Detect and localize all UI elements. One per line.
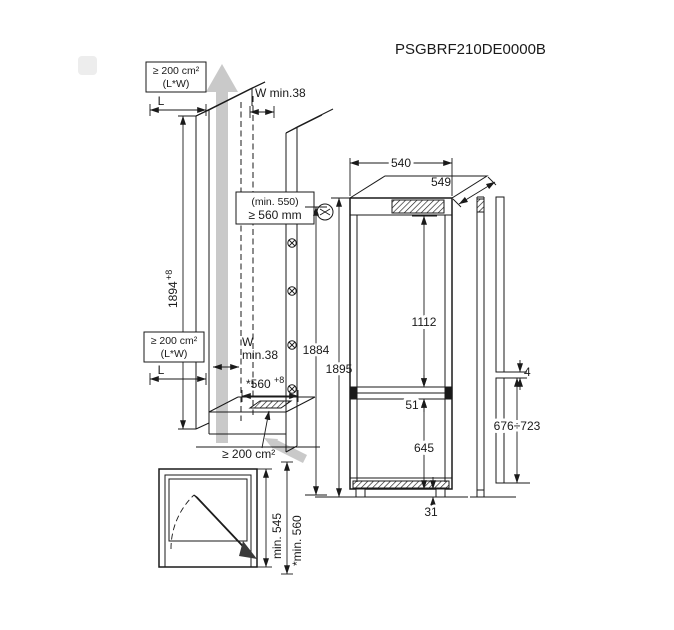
duct-length-top-dimension: L — [149, 94, 207, 116]
lower-door-panel — [495, 377, 505, 484]
freezer-compartment-height-label: 645 — [414, 441, 434, 455]
niche-depth-note: (min. 550) — [251, 196, 298, 208]
freezer-compartment-dimension: 645 — [411, 398, 437, 490]
depth-label: 549 — [431, 175, 451, 189]
niche-view: ≥ 200 cm² (L*W) L W min.38 (min. 550) ≥ … — [143, 61, 356, 498]
plinth-vent-slot — [248, 400, 293, 409]
cabinet-plan-inner-wall — [164, 474, 252, 567]
vent-area-top-label-1: ≥ 200 cm² — [153, 65, 200, 77]
fridge-bottom-vent — [352, 480, 450, 489]
fridge-top-face — [348, 175, 489, 199]
duct-length-mid-label: L — [158, 363, 165, 377]
vent-area-mid-label-1: ≥ 200 cm² — [151, 335, 198, 347]
vent-area-top-box — [145, 61, 207, 93]
wall-clearance-mid-label-w: W — [242, 335, 254, 349]
appliance-height-label: 1895 — [326, 362, 353, 376]
door-hinge-left — [350, 387, 357, 399]
wall-clearance-mid-dimension: W min.38 — [212, 335, 278, 370]
door-swing-arc — [170, 494, 195, 550]
wall-clearance-top-label: W min.38 — [255, 86, 306, 100]
cabinet-plan-outline — [158, 468, 258, 568]
page-corner-mark — [78, 56, 97, 75]
appliance-height-dimension: 1895 — [323, 197, 356, 498]
cabinet-height-label: 1884 — [303, 343, 330, 357]
min-depth-spacer-label: *min. 560 — [290, 515, 304, 566]
open-door-edge-1 — [193, 494, 246, 550]
airflow-arrows — [206, 64, 308, 464]
compartment-gap-dimension: 51 — [402, 375, 427, 415]
duct-length-mid-dimension: L — [149, 363, 207, 385]
niche-width-tolerance: +8 — [274, 375, 284, 385]
lower-panel-height-dimension: 676÷723 — [491, 377, 544, 484]
vent-area-mid-box — [143, 331, 205, 363]
upper-door-panel — [495, 196, 505, 373]
width-dimension: 540 — [349, 153, 453, 196]
wall-clearance-mid-label-val: min.38 — [242, 348, 278, 362]
fridge-compartment-height-label: 1112 — [412, 315, 437, 329]
width-label: 540 — [391, 156, 411, 170]
mounting-screw-icon — [287, 238, 297, 248]
door-hinge-right — [445, 387, 452, 399]
min-depth-spacer-dimension: *min. 560 — [281, 461, 304, 575]
compartment-gap-label: 51 — [405, 398, 419, 412]
vent-area-bottom-leader — [261, 410, 271, 449]
open-door-edge-2 — [196, 496, 249, 552]
niche-width-dimension: *560 +8 — [241, 375, 299, 402]
panel-gap-label: 4 — [524, 365, 531, 379]
min-depth-dimension: min. 545 — [257, 468, 284, 568]
niche-height-tolerance: +8 — [164, 270, 174, 280]
fridge-body — [349, 197, 453, 490]
niche-depth-box — [235, 191, 315, 225]
niche-width-value: *560 — [246, 377, 271, 391]
cabinet-height-dimension: 1884 — [300, 206, 333, 496]
door-swing-top-view: min. 545 *min. 560 — [158, 461, 304, 575]
vent-area-mid-label-2: (L*W) — [161, 348, 188, 360]
fridge-side-view: 4 676÷723 — [470, 196, 544, 498]
vent-area-top-label-2: (L*W) — [163, 78, 190, 90]
side-foot — [476, 489, 485, 498]
fridge-front-view: 540 549 1112 51 645 — [315, 153, 497, 522]
plinth-height-label: 31 — [424, 505, 438, 519]
airflow-inlet-arrow-shaft — [272, 439, 308, 464]
airflow-up-arrow — [206, 64, 238, 443]
mounting-screw-icons — [287, 238, 297, 394]
min-depth-label: min. 545 — [270, 513, 284, 559]
panel-gap-dimension: 4 — [504, 360, 531, 390]
product-code: PSGBRF210DE0000B — [395, 41, 546, 58]
niche-depth-value: ≥ 560 mm — [248, 208, 301, 222]
wall-clearance-top-dimension: W min.38 — [249, 86, 306, 118]
appliance-plan-body — [168, 478, 248, 542]
mounting-screw-icon — [287, 384, 297, 394]
screw-detail-icon — [316, 203, 334, 221]
door-corner-wedge — [239, 541, 257, 559]
niche-height-value: 1894 — [166, 281, 180, 308]
duct-length-top-label: L — [158, 94, 165, 108]
airflow-inlet-arrow-head — [264, 438, 278, 449]
depth-dimension: 549 — [431, 175, 497, 208]
niche-height-dimension: 1894 +8 — [164, 115, 196, 430]
plinth-clearance-dimension: 31 — [421, 477, 444, 522]
lower-panel-height-label: 676÷723 — [494, 419, 541, 433]
fridge-foot-right — [435, 488, 446, 498]
fridge-foot-left — [355, 488, 366, 498]
mounting-screw-icon — [287, 286, 297, 296]
mounting-screw-icon — [287, 340, 297, 350]
fridge-top-hinge-vent — [391, 199, 445, 214]
vent-area-bottom-label: ≥ 200 cm² — [222, 447, 275, 461]
fridge-compartment-dimension: 1112 — [409, 215, 440, 388]
side-top-hinge-vent — [476, 198, 485, 213]
